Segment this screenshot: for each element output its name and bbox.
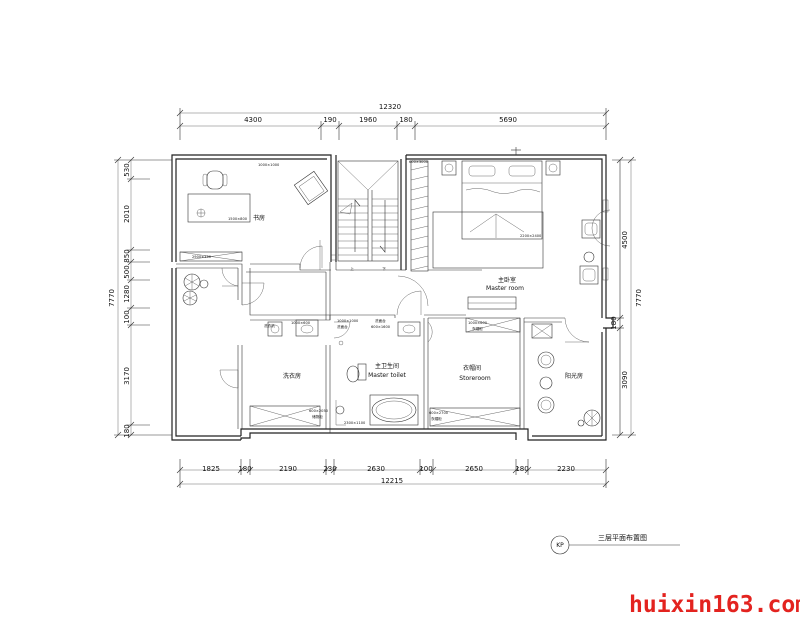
legend-title: 三层平面布置图 — [598, 533, 647, 542]
bottom-dim-5: 2630 — [367, 465, 385, 473]
top-dim-4: 180 — [399, 116, 412, 124]
left-dimension-chain: 7770 530 2010 850 500 1280 100 3170 180 — [108, 156, 172, 439]
study-cabinet-note: 2900×350 — [192, 255, 212, 259]
left-dim-6: 100 — [123, 310, 131, 323]
bottom-dim-1: 1825 — [202, 465, 220, 473]
staircase: 上 下 — [337, 160, 399, 271]
left-dim-8: 180 — [123, 424, 131, 437]
legend-code: KP — [556, 542, 564, 549]
desk-top-note: 1000×1000 — [258, 163, 280, 167]
bed-note: 2200×2400 — [520, 234, 542, 238]
left-dim-3: 850 — [123, 249, 131, 262]
top-dim-5: 5690 — [499, 116, 517, 124]
study-furniture: 1000×1000 1500×800 2900×350 书房 — [179, 163, 329, 262]
wardrobe-top-label: 衣帽柜 — [472, 326, 483, 331]
master-toilet-cn-label: 主卫生间 — [375, 362, 399, 370]
bottom-dim-4: 230 — [323, 465, 336, 473]
laundry-furniture: 洗衣机 1000×600 600×2050 储物柜 洗衣房 — [249, 319, 329, 427]
laundry-cabinet-size: 600×2050 — [309, 409, 329, 413]
left-dim-4: 500 — [123, 265, 131, 278]
bottom-dimension-chain: 1825 180 2190 230 2630 100 2650 180 2230… — [176, 459, 610, 488]
left-total-dim: 7770 — [108, 289, 116, 307]
drawing-legend: KP 三层平面布置图 — [550, 533, 680, 555]
storeroom-furniture: 1000×600 衣帽柜 600×2700 衣帽柜 衣帽间 Storeroom — [429, 317, 521, 427]
bottom-dim-6: 100 — [419, 465, 432, 473]
bottom-dim-3: 2190 — [279, 465, 297, 473]
storeroom-cn-label: 衣帽间 — [463, 364, 481, 372]
right-dim-1: 4500 — [621, 231, 629, 249]
toilet-basin-left-label: 洗面台 — [337, 324, 348, 329]
bottom-dim-9: 2230 — [557, 465, 575, 473]
sunroom-label: 阳光房 — [565, 372, 583, 380]
washer-note: 洗衣机 — [264, 323, 275, 328]
master-room-cn-label: 主卧室 — [498, 276, 516, 284]
laundry-basin-note: 1000×600 — [291, 321, 311, 325]
toilet-basin-left-size: 1000×1000 — [337, 319, 359, 323]
left-balcony-plants — [182, 273, 209, 306]
desk-note: 1500×800 — [228, 217, 248, 221]
bedroom-cabinet-note: 600×3000 — [409, 160, 429, 164]
laundry-label: 洗衣房 — [283, 372, 301, 380]
right-dim-3: 3090 — [621, 371, 629, 389]
sunroom-furniture: 阳光房 — [531, 323, 601, 427]
walls — [171, 154, 614, 441]
doors — [219, 209, 611, 389]
bath-note: 2300×1100 — [344, 421, 366, 425]
wardrobe-bottom-label: 衣帽柜 — [431, 416, 442, 421]
stair-up-label: 上 — [350, 266, 354, 271]
storeroom-en-label: Storeroom — [459, 375, 491, 382]
top-dim-1: 4300 — [244, 116, 262, 124]
left-dim-1: 530 — [123, 163, 131, 176]
right-total-dim: 7770 — [635, 289, 643, 307]
master-toilet-en-label: Master toilet — [368, 372, 406, 379]
left-dim-2: 2010 — [123, 205, 131, 223]
top-dim-2: 190 — [323, 116, 336, 124]
left-dim-5: 1280 — [123, 285, 131, 303]
laundry-cabinet-label: 储物柜 — [312, 414, 323, 419]
bottom-dim-8: 180 — [515, 465, 528, 473]
right-dim-2: 180 — [610, 316, 618, 329]
bottom-total-dim: 12215 — [381, 477, 403, 485]
top-dim-3: 1960 — [359, 116, 377, 124]
wardrobe-bottom-size: 600×2700 — [429, 411, 449, 415]
study-label: 书房 — [253, 214, 265, 222]
bottom-dim-2: 180 — [238, 465, 251, 473]
master-toilet-furniture: 1000×1000 洗面台 洗面台 600×1600 2300×1100 主卫生… — [335, 318, 421, 426]
top-total-dim: 12320 — [379, 103, 401, 111]
toilet-basin-right-size: 600×1600 — [371, 325, 391, 329]
right-dimension-chain: 4500 180 3090 7770 — [610, 156, 643, 439]
wardrobe-top-size: 1000×600 — [468, 321, 488, 325]
top-dimension-chain: 12320 4300 190 1960 180 5690 — [176, 103, 610, 140]
stair-down-label: 下 — [382, 267, 386, 271]
master-bedroom-furniture: 2200×2400 600×3000 主卧室 Master room — [409, 147, 609, 310]
left-dim-7: 3170 — [123, 367, 131, 385]
toilet-basin-right-label: 洗面台 — [375, 318, 386, 323]
master-room-en-label: Master room — [486, 285, 524, 292]
bottom-dim-7: 2650 — [465, 465, 483, 473]
watermark-logo: huixin163.com — [629, 592, 800, 618]
